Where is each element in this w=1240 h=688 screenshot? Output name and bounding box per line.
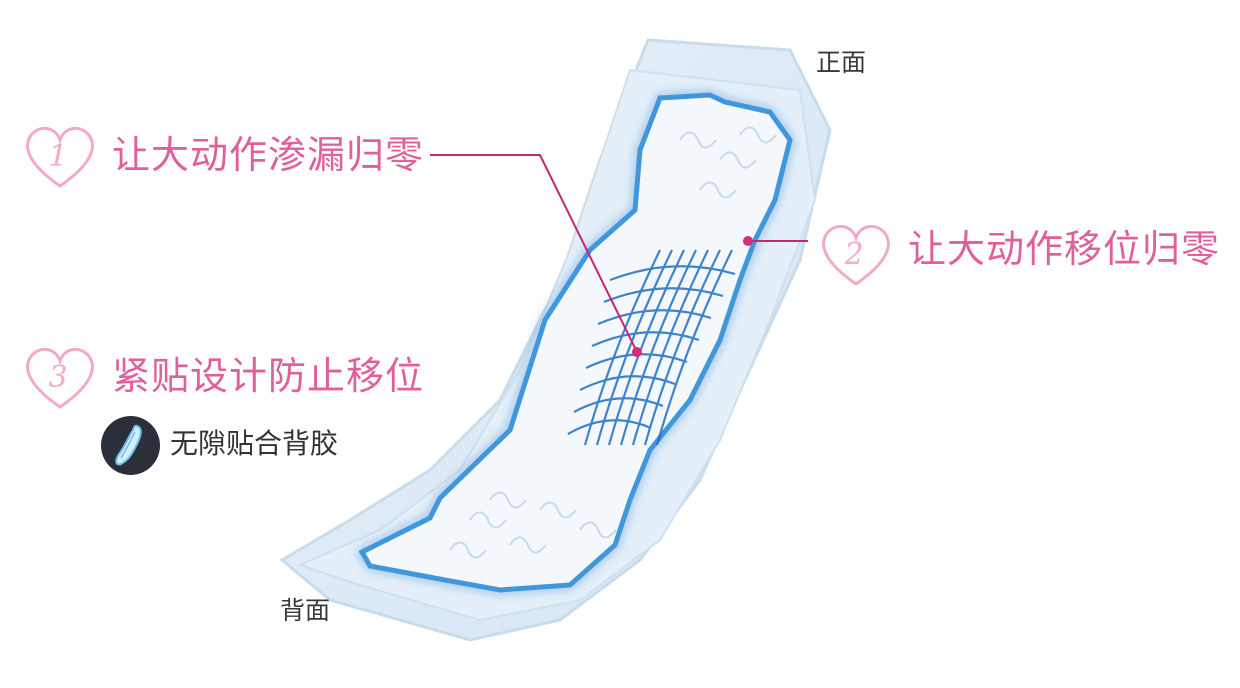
feature-text: 无隙贴合背胶 (170, 427, 339, 460)
sanitary-pad-icon (101, 416, 160, 475)
grid-line (595, 249, 673, 446)
pad-texture (449, 126, 777, 559)
callout-2-dot (743, 236, 753, 246)
callout-3-text: 紧贴设计防止移位 (112, 354, 425, 398)
texture-stroke (489, 491, 527, 509)
callout-1-number: 1 (48, 139, 67, 174)
grid-line (643, 249, 721, 446)
callout-3-number: 3 (48, 360, 67, 395)
grid-line (597, 309, 712, 326)
grid-line (603, 287, 724, 304)
grid-line (567, 419, 652, 435)
grid-line (607, 249, 685, 446)
texture-stroke (719, 151, 757, 169)
texture-stroke (539, 501, 577, 519)
callout-1-text: 让大动作渗漏归零 (112, 133, 425, 177)
grid-line (631, 249, 709, 446)
texture-stroke (679, 131, 717, 149)
texture-stroke (579, 521, 617, 539)
callout-1-leader (430, 154, 638, 353)
grid-line (655, 249, 733, 446)
grid-line (591, 331, 700, 348)
heart-icon: 2 (822, 224, 890, 286)
pad-top-layer (358, 92, 793, 593)
callout-1-dot (632, 347, 642, 357)
callout-2-text: 让大动作移位归零 (908, 227, 1221, 271)
front-label: 正面 (816, 48, 867, 77)
back-label: 背面 (280, 596, 331, 625)
texture-stroke (509, 536, 547, 554)
texture-stroke (739, 126, 777, 144)
grid-line (573, 397, 664, 413)
texture-stroke (699, 181, 737, 199)
texture-stroke (469, 511, 507, 529)
heart-icon: 1 (26, 126, 94, 188)
heart-icon: 3 (26, 347, 94, 409)
grid-line (619, 249, 697, 446)
callout-2-number: 2 (843, 237, 863, 272)
grid-line (583, 249, 661, 446)
texture-stroke (449, 541, 487, 559)
